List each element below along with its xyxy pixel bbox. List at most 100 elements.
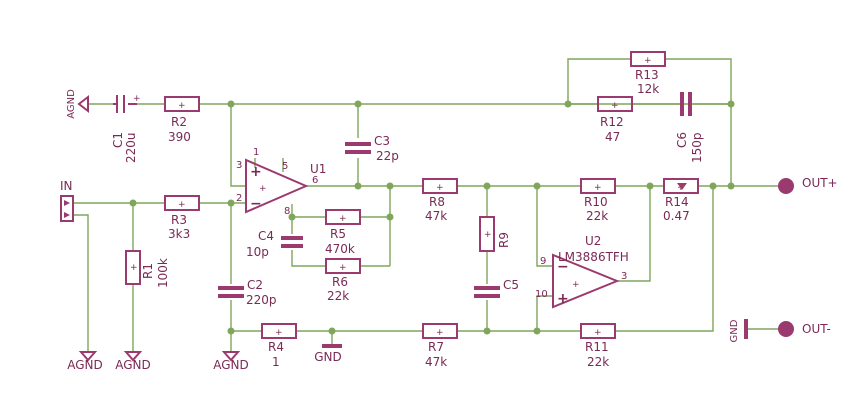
output-minus-terminal: OUT- xyxy=(778,321,831,337)
r11-ref: R11 xyxy=(585,340,609,354)
capacitor-c6: C6 150p xyxy=(675,92,704,163)
resistor-r4: + R4 1 xyxy=(261,323,297,369)
c1-ref: C1 xyxy=(111,132,125,148)
junction-dot xyxy=(227,327,235,335)
polarity-mark: + xyxy=(611,101,619,111)
junction-dot xyxy=(129,199,137,207)
junction-dot xyxy=(533,327,541,335)
polarity-mark: + xyxy=(644,56,652,66)
junction-dot xyxy=(646,182,654,190)
r7-ref: R7 xyxy=(428,340,444,354)
polarity-mark: + xyxy=(436,328,444,338)
polarity-mark: + xyxy=(572,280,580,290)
polarity-mark: + xyxy=(339,214,347,224)
junction-dot xyxy=(386,213,394,221)
junction-dot xyxy=(386,182,394,190)
r13-ref: R13 xyxy=(635,68,659,82)
polarity-mark: + xyxy=(133,94,141,104)
r5-value: 470k xyxy=(325,242,355,256)
junction-dot xyxy=(483,327,491,335)
wires xyxy=(72,58,779,352)
u2-pin10: 10 xyxy=(535,289,548,300)
junction-dots xyxy=(129,100,735,335)
junction-dot xyxy=(354,100,362,108)
r6-ref: R6 xyxy=(332,275,348,289)
r1-ref: R1 xyxy=(141,263,155,279)
resistor-r11: + R11 22k xyxy=(580,323,616,369)
polarity-mark: + xyxy=(594,328,602,338)
output-minus-label: OUT- xyxy=(802,322,831,336)
agnd-label: AGND xyxy=(66,89,77,119)
polarity-mark: + xyxy=(178,200,186,210)
input-connector: IN xyxy=(60,179,74,222)
capacitor-c1: + C1 220u xyxy=(111,94,141,163)
r11-value: 22k xyxy=(587,355,609,369)
capacitor-c5: C5 xyxy=(474,278,519,298)
u2-ref: U2 xyxy=(585,234,601,248)
junction-dot xyxy=(227,199,235,207)
r4-value: 1 xyxy=(272,355,280,369)
junction-dot xyxy=(564,100,572,108)
r5-ref: R5 xyxy=(330,227,346,241)
c4-ref: C4 xyxy=(258,229,274,243)
input-label: IN xyxy=(60,179,73,193)
u2-value: LM3886TFH xyxy=(558,250,629,264)
resistor-r13: + R13 12k xyxy=(630,51,666,96)
r2-value: 390 xyxy=(168,130,191,144)
u1-pin1: 1 xyxy=(253,147,259,158)
r3-ref: R3 xyxy=(171,213,187,227)
u1-pin5: 5 xyxy=(282,161,288,172)
resistor-r1: + R1 100k xyxy=(125,250,170,288)
u2-plus-sign: + xyxy=(557,291,569,307)
r10-value: 22k xyxy=(586,209,608,223)
agnd-symbol-c2: AGND xyxy=(213,351,249,372)
capacitor-c2: C2 220p xyxy=(218,278,277,307)
r10-ref: R10 xyxy=(584,195,608,209)
junction-dot xyxy=(227,100,235,108)
c6-ref: C6 xyxy=(675,132,689,148)
junction-dot xyxy=(533,182,541,190)
gnd-symbol-out: GND xyxy=(729,319,748,342)
junction-dot xyxy=(709,182,717,190)
resistor-r3: + R3 3k3 xyxy=(164,195,200,241)
capacitor-c3: C3 22p xyxy=(345,134,399,163)
c5-ref: C5 xyxy=(503,278,519,292)
agnd-symbol-r1: AGND xyxy=(115,351,151,372)
resistor-r8: + R8 47k xyxy=(422,178,458,223)
r3-value: 3k3 xyxy=(168,227,190,241)
gnd-label: GND xyxy=(314,350,342,364)
polarity-mark: + xyxy=(339,263,347,273)
u1-pin8: 8 xyxy=(284,206,290,217)
c2-value: 220p xyxy=(246,293,277,307)
capacitor-c4: C4 10p xyxy=(246,229,303,259)
u1-pin6: 6 xyxy=(312,175,318,186)
r6-value: 22k xyxy=(327,289,349,303)
u2-pin3: 3 xyxy=(621,271,627,282)
r4-ref: R4 xyxy=(268,340,284,354)
r7-value: 47k xyxy=(425,355,447,369)
agnd-symbol-c1: AGND xyxy=(66,89,89,119)
r13-value: 12k xyxy=(637,82,659,96)
resistor-r6: + R6 22k xyxy=(325,258,361,303)
u1-ref: U1 xyxy=(310,162,326,176)
c6-value: 150p xyxy=(690,132,704,163)
u1-plus-sign: + xyxy=(250,164,262,180)
polarity-mark: + xyxy=(275,328,283,338)
opamp-u2: − + + 9 10 3 U2 LM3886TFH xyxy=(535,234,629,309)
resistor-r9: + R9 xyxy=(479,216,511,252)
u1-minus-sign: − xyxy=(250,196,262,212)
c2-ref: C2 xyxy=(247,278,263,292)
u2-minus-sign: − xyxy=(557,259,569,275)
r8-value: 47k xyxy=(425,209,447,223)
c4-value: 10p xyxy=(246,245,269,259)
r8-ref: R8 xyxy=(429,195,445,209)
r1-value: 100k xyxy=(156,258,170,288)
output-plus-label: OUT+ xyxy=(802,176,838,190)
polarity-mark: + xyxy=(130,263,138,273)
junction-dot xyxy=(288,213,296,221)
agnd-symbol-in: AGND xyxy=(67,351,103,372)
gnd-label: GND xyxy=(729,319,740,342)
c3-value: 22p xyxy=(376,149,399,163)
r2-ref: R2 xyxy=(171,115,187,129)
